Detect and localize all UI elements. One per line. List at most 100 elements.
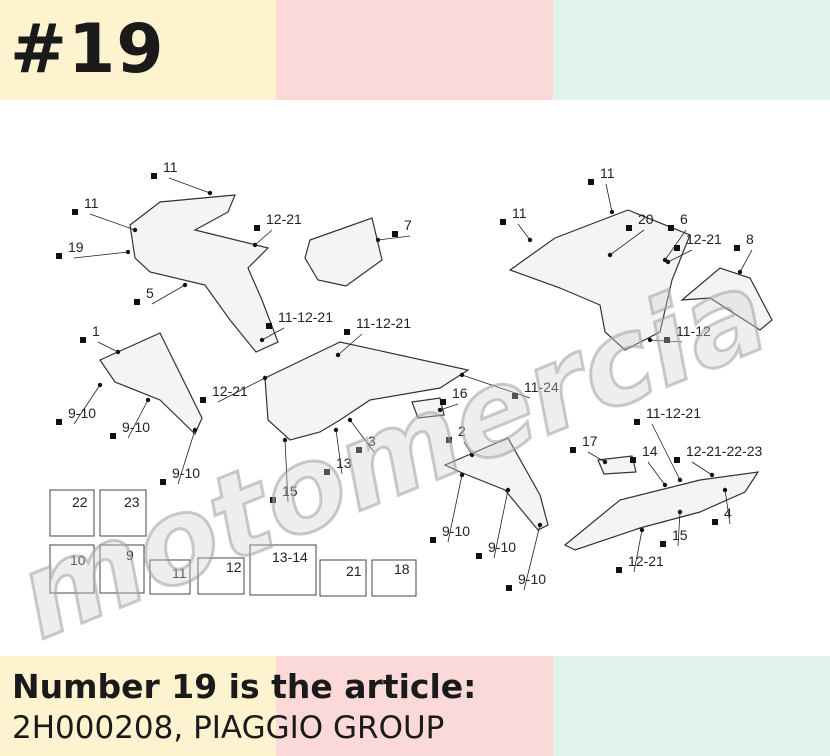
- right-air-duct: [680, 267, 773, 331]
- leader-line: [739, 249, 753, 273]
- leader-line: [677, 511, 681, 547]
- leader-line: [667, 249, 693, 263]
- callout-marker: [512, 393, 518, 399]
- small-part-box: [49, 489, 95, 537]
- callout-label: 23: [124, 494, 140, 510]
- callout-label: 15: [672, 527, 688, 543]
- callout-target-dot: [347, 417, 353, 423]
- callout-label: 5: [146, 285, 154, 301]
- callout-target-dot: [115, 349, 121, 355]
- bracket-16: [411, 397, 445, 419]
- callout-marker: [72, 209, 78, 215]
- callout-label: 13-14: [272, 549, 308, 565]
- callout-marker: [446, 437, 452, 443]
- callout-marker: [506, 585, 512, 591]
- small-part-box: [249, 544, 317, 596]
- leader-line: [97, 341, 119, 353]
- callout-label: 10: [70, 552, 86, 568]
- callout-marker: [430, 537, 436, 543]
- callout-label: 17: [582, 433, 598, 449]
- callout-marker: [674, 245, 680, 251]
- leader-line: [461, 374, 531, 399]
- callout-marker: [570, 447, 576, 453]
- callout-marker: [344, 329, 350, 335]
- callout-marker: [270, 497, 276, 503]
- leader-line: [284, 439, 289, 503]
- small-part-box: [197, 557, 245, 595]
- leader-line: [377, 235, 411, 241]
- callout-target-dot: [333, 427, 339, 433]
- callout-marker: [356, 447, 362, 453]
- leader-line: [127, 399, 149, 439]
- callout-marker: [80, 337, 86, 343]
- callout-label: 9-10: [172, 465, 200, 481]
- callout-label: 9-10: [488, 539, 516, 555]
- callout-target-dot: [125, 249, 131, 255]
- small-part-box: [99, 489, 147, 537]
- callout-label: 9-10: [122, 419, 150, 435]
- callout-target-dot: [527, 237, 533, 243]
- callout-target-dot: [665, 259, 671, 265]
- callout-label: 21: [346, 563, 362, 579]
- band-swatch-yellow: [0, 0, 276, 100]
- callout-label: 19: [68, 239, 84, 255]
- callout-marker: [500, 219, 506, 225]
- left-upper-fairing: [129, 194, 279, 353]
- band-swatch-yellow: [0, 656, 276, 756]
- callout-target-dot: [662, 482, 668, 488]
- callout-marker: [712, 519, 718, 525]
- callout-target-dot: [262, 375, 268, 381]
- callout-label: 4: [724, 505, 732, 521]
- leader-line: [724, 489, 731, 525]
- callout-target-dot: [609, 209, 615, 215]
- callout-label: 13: [336, 455, 352, 471]
- belly-pan-centre: [264, 341, 470, 441]
- callout-marker: [440, 399, 446, 405]
- callout-marker: [392, 231, 398, 237]
- leader-line: [73, 384, 101, 425]
- band-swatch-green: [553, 0, 830, 100]
- callout-target-dot: [282, 437, 288, 443]
- callout-label: 1: [92, 323, 100, 339]
- leader-line: [517, 223, 531, 241]
- leader-line: [168, 177, 211, 194]
- callout-target-dot: [207, 190, 213, 196]
- leader-line: [633, 529, 643, 573]
- callout-target-dot: [375, 237, 381, 243]
- leader-line: [349, 419, 375, 453]
- callout-target-dot: [737, 269, 743, 275]
- callout-label: 12-21: [212, 383, 248, 399]
- left-air-duct: [304, 217, 383, 287]
- callout-label: 11-12: [676, 323, 711, 339]
- callout-label: 6: [680, 211, 688, 227]
- callout-label: 16: [452, 385, 468, 401]
- callout-marker: [266, 323, 272, 329]
- callout-target-dot: [335, 352, 341, 358]
- leader-line: [493, 489, 509, 559]
- callout-label: 11: [600, 165, 615, 181]
- callout-marker: [151, 173, 157, 179]
- callout-label: 11: [172, 565, 187, 581]
- right-lower-side-panel: [443, 437, 549, 531]
- band-swatch-pink: [276, 656, 553, 756]
- left-lower-side-panel: [99, 332, 203, 436]
- small-part-box: [149, 559, 191, 595]
- callout-target-dot: [709, 472, 715, 478]
- callout-marker: [664, 337, 670, 343]
- callout-label: 11: [84, 195, 99, 211]
- callout-target-dot: [607, 252, 613, 258]
- leader-line: [463, 441, 473, 456]
- callout-label: 3: [368, 433, 376, 449]
- callout-target-dot: [437, 407, 443, 413]
- callout-marker: [668, 225, 674, 231]
- callout-marker: [254, 225, 260, 231]
- right-upper-fairing: [508, 209, 691, 351]
- parts-layer: [49, 194, 773, 597]
- callout-marker: [660, 541, 666, 547]
- callout-label: 11: [163, 159, 178, 175]
- callout-target-dot: [252, 242, 258, 248]
- callout-label: 18: [394, 561, 410, 577]
- callout-marker: [476, 553, 482, 559]
- callout-target-dot: [722, 487, 728, 493]
